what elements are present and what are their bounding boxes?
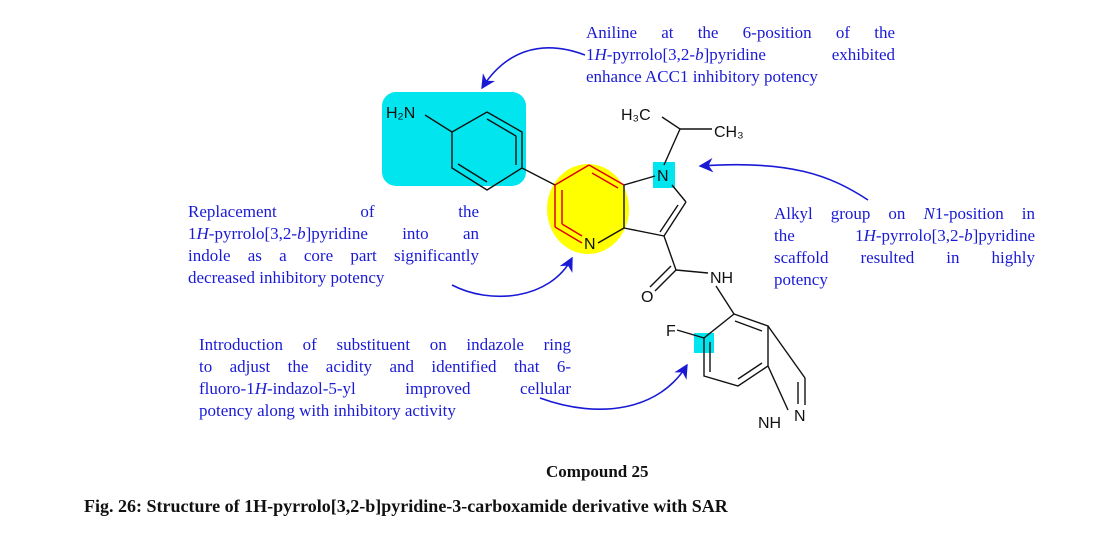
fluorine-label: F bbox=[666, 323, 676, 340]
compound-caption: Compound 25 bbox=[546, 462, 649, 481]
replacement-annotation: Replacement of the 1H-pyrrolo[3,2-b]pyrid… bbox=[188, 201, 479, 289]
aniline-annotation: Aniline at the 6-position of the 1H-pyrro… bbox=[586, 22, 895, 88]
aniline-ring bbox=[424, 111, 556, 191]
indazole-annotation: Introduction of substituent on indazole … bbox=[199, 334, 571, 422]
annotation-line: Alkyl group on N1-position in bbox=[774, 204, 1036, 223]
annotation-line: enhance ACC1 inhibitory potency bbox=[586, 67, 818, 86]
annotation-line: potency bbox=[774, 270, 828, 289]
annotation-line: Introduction of substituent on indazole … bbox=[199, 335, 571, 354]
pyridine-core-ring bbox=[554, 164, 625, 244]
annotation-line: fluoro-1H-indazol-5-yl improved cellular bbox=[199, 379, 571, 398]
alkyl-annotation: Alkyl group on N1-position in the 1H-pyrr… bbox=[774, 203, 1035, 291]
carbonyl-o-label: O bbox=[641, 289, 653, 306]
annotation-line: Aniline at the 6-position of the bbox=[586, 23, 895, 42]
annotation-line: 1H-pyrrolo[3,2-b]pyridine into an bbox=[188, 224, 479, 243]
annotation-line: to adjust the acidity and identified tha… bbox=[199, 357, 571, 376]
figure-caption: Fig. 26: Structure of 1H-pyrrolo[3,2-b]p… bbox=[84, 496, 728, 516]
aniline-arrow bbox=[481, 47, 586, 90]
replacement-arrow bbox=[451, 256, 573, 298]
indazole-arrow bbox=[539, 363, 688, 410]
alkyl-arrow bbox=[698, 157, 869, 201]
annotation-line: Replacement of the bbox=[188, 202, 479, 221]
pyrrole-n-label: N bbox=[657, 168, 669, 185]
amide-nh-label: NH bbox=[710, 270, 733, 287]
annotation-line: potency along with inhibitory activity bbox=[199, 401, 456, 420]
methyl-right-label: CH₃ bbox=[714, 124, 744, 141]
aniline-highlight bbox=[382, 92, 526, 186]
indazole-nh-label: NH bbox=[758, 415, 781, 432]
annotation-line: scaffold resulted in highly bbox=[774, 248, 1035, 267]
pyridine-core-highlight bbox=[547, 164, 629, 254]
pyridine-n-label: N bbox=[584, 236, 596, 253]
fused-bonds bbox=[597, 116, 735, 315]
indazole-ring bbox=[676, 313, 806, 411]
annotation-line: decreased inhibitory potency bbox=[188, 268, 385, 287]
annotation-line: the 1H-pyrrolo[3,2-b]pyridine bbox=[774, 226, 1035, 245]
amine-label: H₂N bbox=[386, 105, 415, 122]
annotation-line: 1H-pyrrolo[3,2-b]pyridine exhibited bbox=[586, 45, 895, 64]
indazole-n-label: N bbox=[794, 408, 806, 425]
annotation-line: indole as a core part significantly bbox=[188, 246, 479, 265]
methyl-left-label: H₃C bbox=[621, 107, 651, 124]
n1-highlight bbox=[653, 162, 675, 188]
